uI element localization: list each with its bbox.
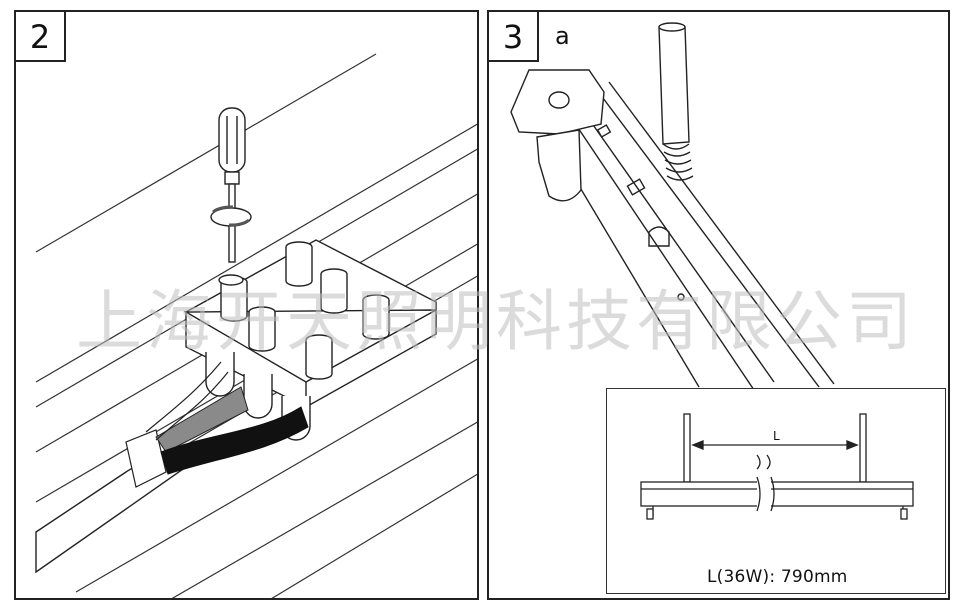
cable xyxy=(35,361,309,574)
dimension-drawing: L xyxy=(640,413,914,520)
step-3-panel: 3 a L L(36W): 790mm xyxy=(487,10,950,600)
fixture-rail xyxy=(528,81,835,391)
suspension-pipe xyxy=(658,22,694,181)
terminal-block xyxy=(183,239,437,441)
step-2-panel: 2 xyxy=(14,10,479,600)
step-number-badge: 2 xyxy=(16,12,66,62)
mounting-clip xyxy=(510,69,605,202)
step-number-badge: 3 xyxy=(489,12,539,62)
step-3-illustration xyxy=(510,22,835,391)
step-sub-label: a xyxy=(555,22,570,50)
dimension-label: L xyxy=(773,429,780,443)
inset-caption: L(36W): 790mm xyxy=(707,567,848,587)
step-2-illustration xyxy=(35,53,477,598)
screwdriver xyxy=(210,107,252,286)
dimension-inset: L L(36W): 790mm xyxy=(606,388,946,594)
